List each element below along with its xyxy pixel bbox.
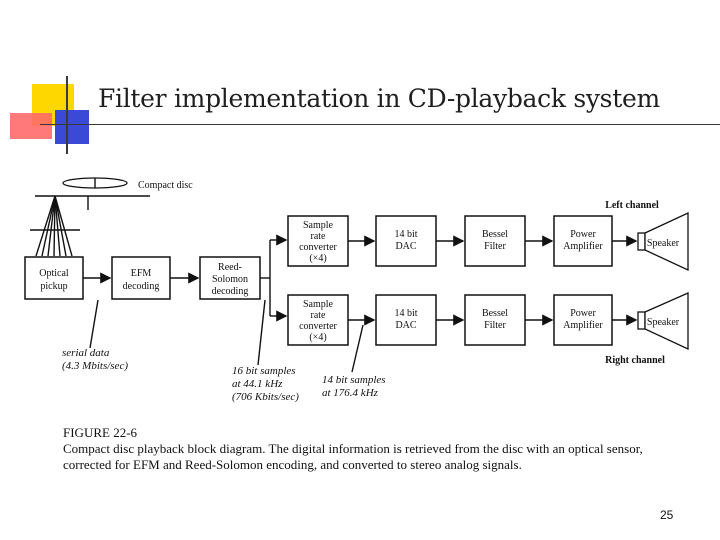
serial-data-line1: serial data — [62, 347, 110, 359]
dac-bottom-box — [375, 294, 437, 346]
reed-solomon-line1: Reed- — [218, 262, 242, 273]
efm-line2: decoding — [123, 281, 160, 292]
amp-bottom-box — [553, 294, 613, 346]
src-top-line3: converter — [299, 242, 337, 253]
samples16-line3: (706 Kbits/sec) — [232, 391, 299, 403]
optical-pickup-box — [24, 256, 84, 300]
reed-solomon-line3: decoding — [212, 286, 249, 297]
amp-top-line1: Power — [570, 229, 596, 240]
src-top-line4: (×4) — [309, 253, 326, 264]
optical-pickup-line2: pickup — [40, 281, 67, 292]
src-bottom-box — [287, 294, 349, 346]
src-bottom-line4: (×4) — [309, 332, 326, 343]
amp-bottom-line2: Amplifier — [563, 320, 603, 331]
figure-caption: FIGURE 22-6 Compact disc playback block … — [63, 425, 683, 473]
reed-solomon-line2: Solomon — [212, 274, 248, 285]
src-top-line2: rate — [311, 231, 327, 242]
amp-top-line2: Amplifier — [563, 241, 603, 252]
reed-solomon-box — [199, 256, 261, 300]
bessel-top-line2: Filter — [484, 241, 506, 252]
dac-top-line1: 14 bit — [394, 229, 417, 240]
samples16-line1: 16 bit samples — [232, 365, 296, 377]
bessel-bottom-line2: Filter — [484, 320, 506, 331]
deco-vertical-line — [66, 76, 68, 154]
samples14-line2: at 176.4 kHz — [322, 387, 379, 399]
right-channel-label: Right channel — [605, 355, 665, 366]
samples16-line2: at 44.1 kHz — [232, 378, 283, 390]
pointer-serial-data — [89, 299, 99, 349]
laser-beam-icon — [30, 195, 80, 257]
bessel-bottom-line1: Bessel — [482, 308, 508, 319]
deco-horizontal-line — [40, 124, 720, 125]
samples14-line1: 14 bit samples — [322, 374, 386, 386]
speaker-top-icon — [637, 211, 689, 272]
speaker-top-label: Speaker — [647, 238, 680, 249]
src-top-box — [287, 215, 349, 267]
dac-top-box — [375, 215, 437, 267]
caption-text: Compact disc playback block diagram. The… — [63, 441, 643, 472]
efm-decoding-box — [111, 256, 171, 300]
bessel-top-box — [464, 215, 526, 267]
dac-bottom-line2: DAC — [395, 320, 416, 331]
page-number: 25 — [660, 508, 674, 522]
src-bottom-line1: Sample — [303, 299, 334, 310]
figure-label: FIGURE 22-6 — [63, 425, 138, 440]
pointer-16bit — [257, 299, 266, 366]
speaker-bottom-icon — [637, 292, 689, 351]
src-top-line1: Sample — [303, 220, 334, 231]
compact-disc-icon — [35, 177, 150, 210]
left-channel-label: Left channel — [605, 200, 659, 211]
dac-bottom-line1: 14 bit — [394, 308, 417, 319]
compact-disc-label: Compact disc — [138, 180, 193, 191]
pointer-14bit — [351, 324, 364, 373]
src-bottom-line3: converter — [299, 321, 337, 332]
speaker-bottom-label: Speaker — [647, 317, 680, 328]
dac-top-line2: DAC — [395, 241, 416, 252]
amp-bottom-line1: Power — [570, 308, 596, 319]
deco-blue-square — [55, 110, 89, 144]
cd-playback-block-diagram: Compact disc Optical pickup EFM decoding… — [24, 177, 689, 403]
efm-line1: EFM — [131, 268, 152, 279]
bessel-top-line1: Bessel — [482, 229, 508, 240]
src-bottom-line2: rate — [311, 310, 327, 321]
deco-red-square — [10, 113, 52, 139]
bessel-bottom-box — [464, 294, 526, 346]
optical-pickup-line1: Optical — [39, 268, 69, 279]
slide-title: Filter implementation in CD-playback sys… — [98, 84, 660, 113]
serial-data-line2: (4.3 Mbits/sec) — [62, 360, 128, 372]
